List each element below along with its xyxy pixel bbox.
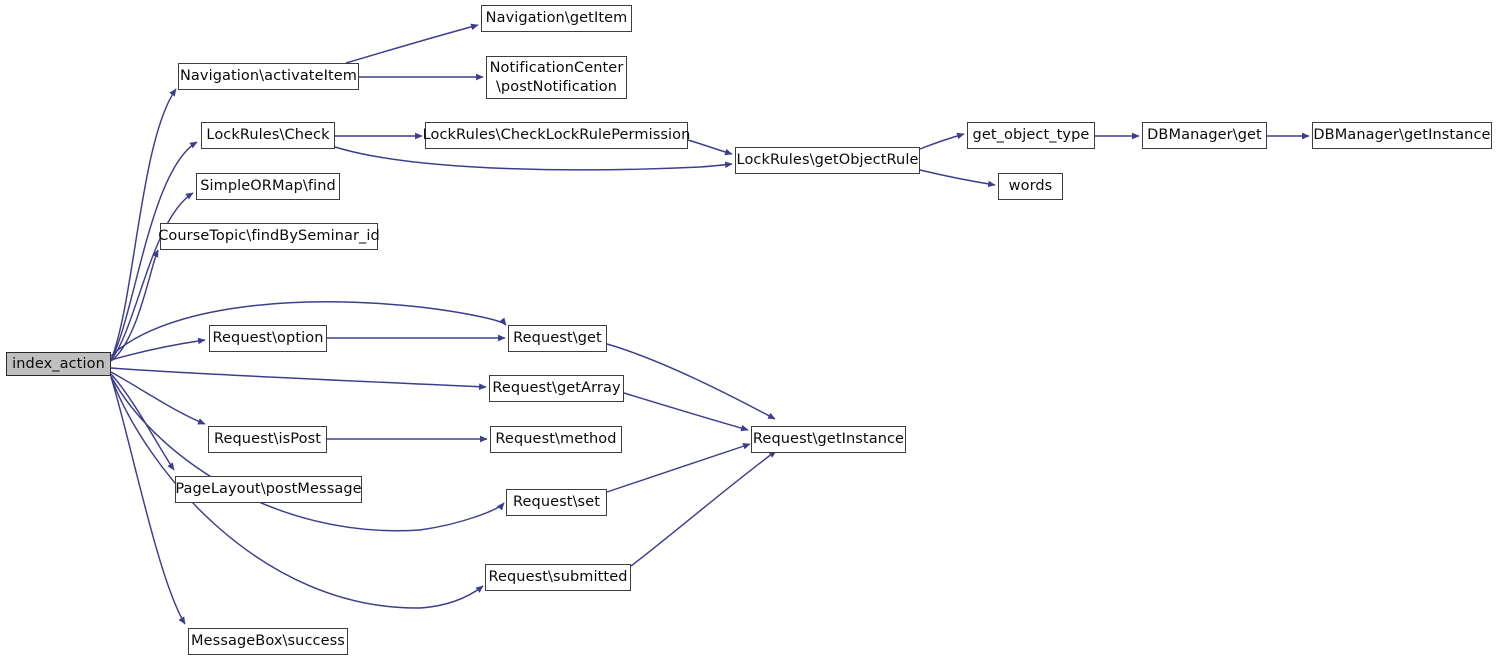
graph-node-words[interactable]: words [998,173,1063,200]
graph-node-request_get[interactable]: Request\get [508,325,607,352]
graph-node-get_object_type[interactable]: get_object_type [967,122,1095,149]
graph-node-simpleormap_find[interactable]: SimpleORMap\find [196,173,340,200]
graph-node-dbmanager_getinstance[interactable]: DBManager\getInstance [1312,122,1492,149]
call-edge-lockrules_getobjectrule-to-words [919,169,996,188]
graph-node-navigation_activateitem[interactable]: Navigation\activateItem [178,63,359,90]
graph-node-lockrules_check[interactable]: LockRules\Check [201,122,335,149]
graph-node-pagelayout_postmessage[interactable]: PageLayout\postMessage [175,476,362,503]
graph-node-navigation_getitem[interactable]: Navigation\getItem [481,5,632,32]
graph-node-messagebox_success[interactable]: MessageBox\success [188,628,348,655]
graph-node-request_method[interactable]: Request\method [490,426,622,453]
call-edge-request_submitted-to-request_getinstance [630,450,777,567]
call-edge-index_action-to-request_ispost [110,371,206,425]
graph-node-request_getinstance[interactable]: Request\getInstance [751,426,906,453]
call-edge-index_action-to-simpleormap_find [110,192,194,361]
graph-node-lockrules_getobjectrule[interactable]: LockRules\getObjectRule [735,147,920,174]
call-edge-index_action-to-coursetopic_findbyseminar_id [110,249,159,362]
call-edge-index_action-to-request_getarray [110,367,487,391]
call-edge-index_action-to-request_set [110,375,505,532]
call-edge-lockrules_checklockrulepermission-to-lockrules_getobjectrule [687,139,733,156]
call-edge-request_get-to-request_getinstance [606,343,776,420]
call-edge-index_action-to-pagelayout_postmessage [110,373,175,471]
graph-node-request_set[interactable]: Request\set [506,489,607,516]
graph-node-request_submitted[interactable]: Request\submitted [485,564,631,591]
graph-node-dbmanager_get[interactable]: DBManager\get [1142,122,1267,149]
call-edge-request_set-to-request_getinstance [606,443,751,493]
graph-node-notificationcenter_post[interactable]: NotificationCenter \postNotification [486,56,627,99]
call-edge-lockrules_check-to-lockrules_getobjectrule [334,146,733,171]
graph-node-coursetopic_findbyseminar_id[interactable]: CourseTopic\findBySeminar_id [158,223,380,250]
call-edge-lockrules_getobjectrule-to-get_object_type [919,132,965,150]
call-edge-navigation_activateitem-to-navigation_getitem [345,23,479,64]
graph-node-index_action[interactable]: index_action [6,352,111,376]
graph-node-request_getarray[interactable]: Request\getArray [489,375,624,402]
graph-node-lockrules_checklockrulepermission[interactable]: LockRules\CheckLockRulePermission [423,122,690,149]
graph-node-request_option[interactable]: Request\option [209,325,327,352]
graph-node-request_ispost[interactable]: Request\isPost [208,426,327,453]
call-edge-index_action-to-lockrules_check [110,141,198,361]
call-edge-index_action-to-request_option [110,337,206,361]
call-edge-request_getarray-to-request_getinstance [623,392,749,432]
call-edge-index_action-to-messagebox_success [110,376,186,625]
